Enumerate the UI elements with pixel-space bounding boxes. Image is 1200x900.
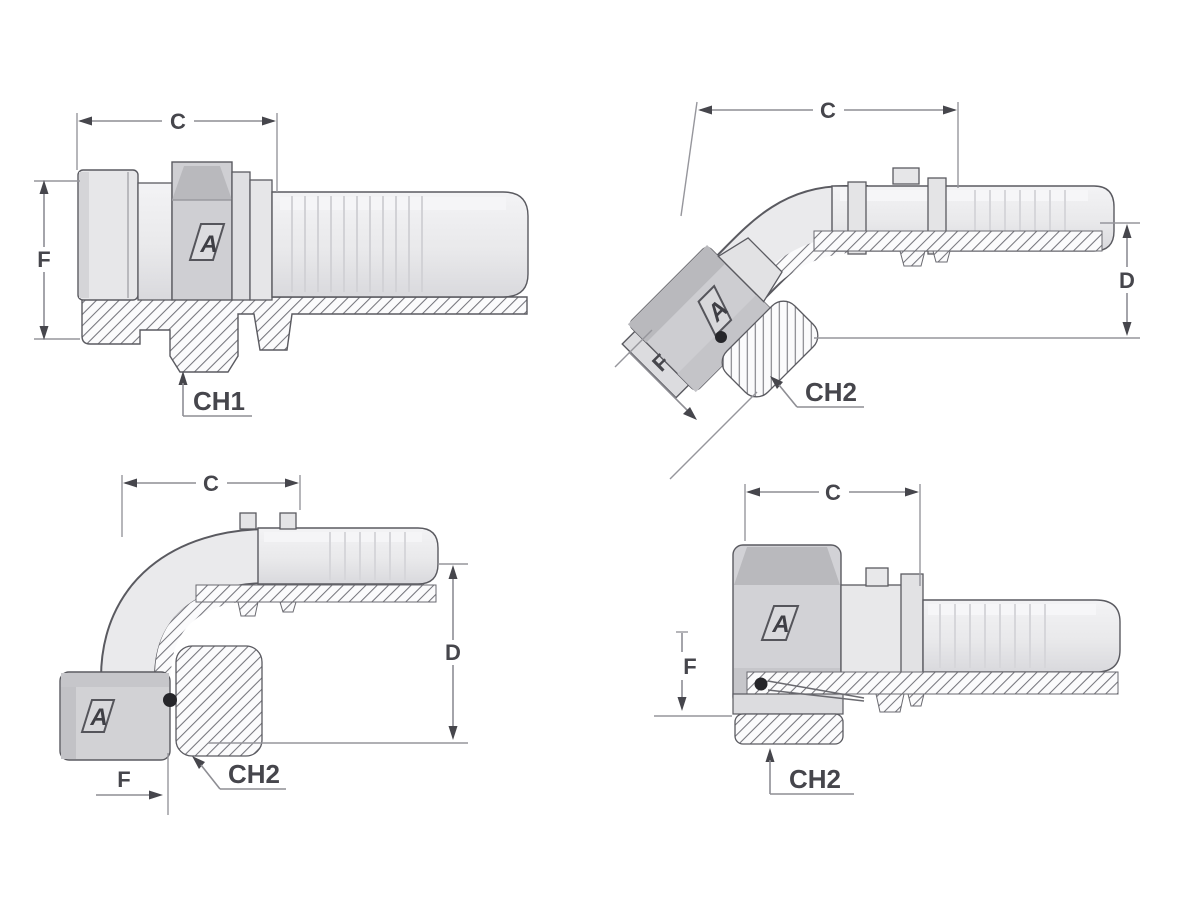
dim-C-label: C <box>203 471 219 496</box>
nut-section-hatch <box>175 645 263 757</box>
hose-serration-band <box>746 671 1119 695</box>
body-neck <box>137 182 173 301</box>
callout-CH1: CH1 <box>178 371 252 417</box>
hose-highlight <box>264 532 422 542</box>
hose-highlight <box>280 197 506 210</box>
nut-shade <box>61 673 76 759</box>
seat-cone-line <box>767 680 865 699</box>
dim-F <box>34 180 80 340</box>
swivel-nut <box>59 671 171 761</box>
collar-tab <box>892 167 920 185</box>
flange-shade <box>79 172 89 298</box>
brand-logo: A <box>697 284 734 338</box>
callout-CH2-label: CH2 <box>228 759 280 789</box>
callout-CH1-label: CH1 <box>193 386 245 416</box>
sleeve-cone <box>717 237 783 303</box>
collar-ring <box>900 573 924 674</box>
dim-F-label: F <box>117 767 130 792</box>
barb-notch <box>899 250 926 267</box>
callout-CH2: CH2 <box>192 756 286 790</box>
seal-ring <box>163 693 177 707</box>
spacer-ring <box>231 171 251 301</box>
elbow-45-fitting-drawing: A C D F <box>614 98 1140 480</box>
elbow-90-fitting-drawing: A C D F <box>59 471 468 815</box>
straight-male-fitting-drawing: A C <box>34 109 529 417</box>
hose-ribs <box>939 604 1046 668</box>
hose-serration-band <box>813 230 1103 252</box>
body-step <box>840 584 904 674</box>
callout-CH2: CH2 <box>765 748 854 795</box>
dim-F-label: F <box>37 247 50 272</box>
hose-tail <box>271 191 529 298</box>
seal-ring <box>754 677 768 691</box>
dim-C <box>744 484 921 586</box>
seat-cone-line-2 <box>767 689 865 702</box>
barb-notch-2 <box>907 693 925 707</box>
brand-logo: A <box>188 223 226 261</box>
nut-top-face <box>61 673 169 687</box>
hose-ribs <box>329 532 406 580</box>
straight-female-fitting-drawing: A C <box>654 480 1121 795</box>
dim-C <box>76 113 278 192</box>
dim-D <box>814 222 1140 339</box>
nut-section-hatch <box>734 713 844 745</box>
callout-CH2-label: CH2 <box>789 764 841 794</box>
hex-chamfer <box>172 166 232 200</box>
hose-ribs <box>291 196 423 292</box>
collar-tab-2 <box>279 512 297 530</box>
dim-D-label: D <box>1119 268 1135 293</box>
bend-body <box>102 530 310 679</box>
nut-section-hatch <box>721 300 819 398</box>
brand-logo: A <box>80 699 116 733</box>
dim-D-label: D <box>445 640 461 665</box>
dim-C-label: C <box>820 98 836 123</box>
brand-logo: A <box>760 605 800 641</box>
nut-dark-face <box>627 245 726 343</box>
barb-notch <box>237 601 259 617</box>
brand-glyph: A <box>89 704 107 731</box>
barb-notch-2 <box>932 250 951 263</box>
dim-C-label: C <box>170 109 186 134</box>
seal-ring <box>715 331 727 343</box>
callout-CH2: CH2 <box>770 376 864 408</box>
hose-highlight <box>928 604 1096 615</box>
brand-glyph: A <box>771 611 789 638</box>
brand-glyph: A <box>199 231 217 258</box>
callout-CH2-label: CH2 <box>805 377 857 407</box>
nut-chamfer <box>734 547 840 585</box>
hose-highlight <box>840 190 1088 201</box>
dim-F: F <box>654 631 732 717</box>
dim-C <box>680 101 959 217</box>
hose-serration-band <box>195 584 437 603</box>
dim-D <box>208 563 468 744</box>
barb-notch <box>875 693 905 713</box>
dim-F: F <box>96 753 169 815</box>
barb-notch-2 <box>279 601 297 613</box>
collar-tab <box>239 512 257 530</box>
dim-C <box>121 475 301 537</box>
dim-C-label: C <box>825 480 841 505</box>
collar-tab <box>865 567 889 587</box>
nut-lower-face <box>677 294 775 393</box>
collar-ring <box>249 179 273 301</box>
section-hatch <box>81 296 528 373</box>
dim-F-label: F <box>683 654 696 679</box>
swivel-nut-assembly: A <box>621 237 783 399</box>
